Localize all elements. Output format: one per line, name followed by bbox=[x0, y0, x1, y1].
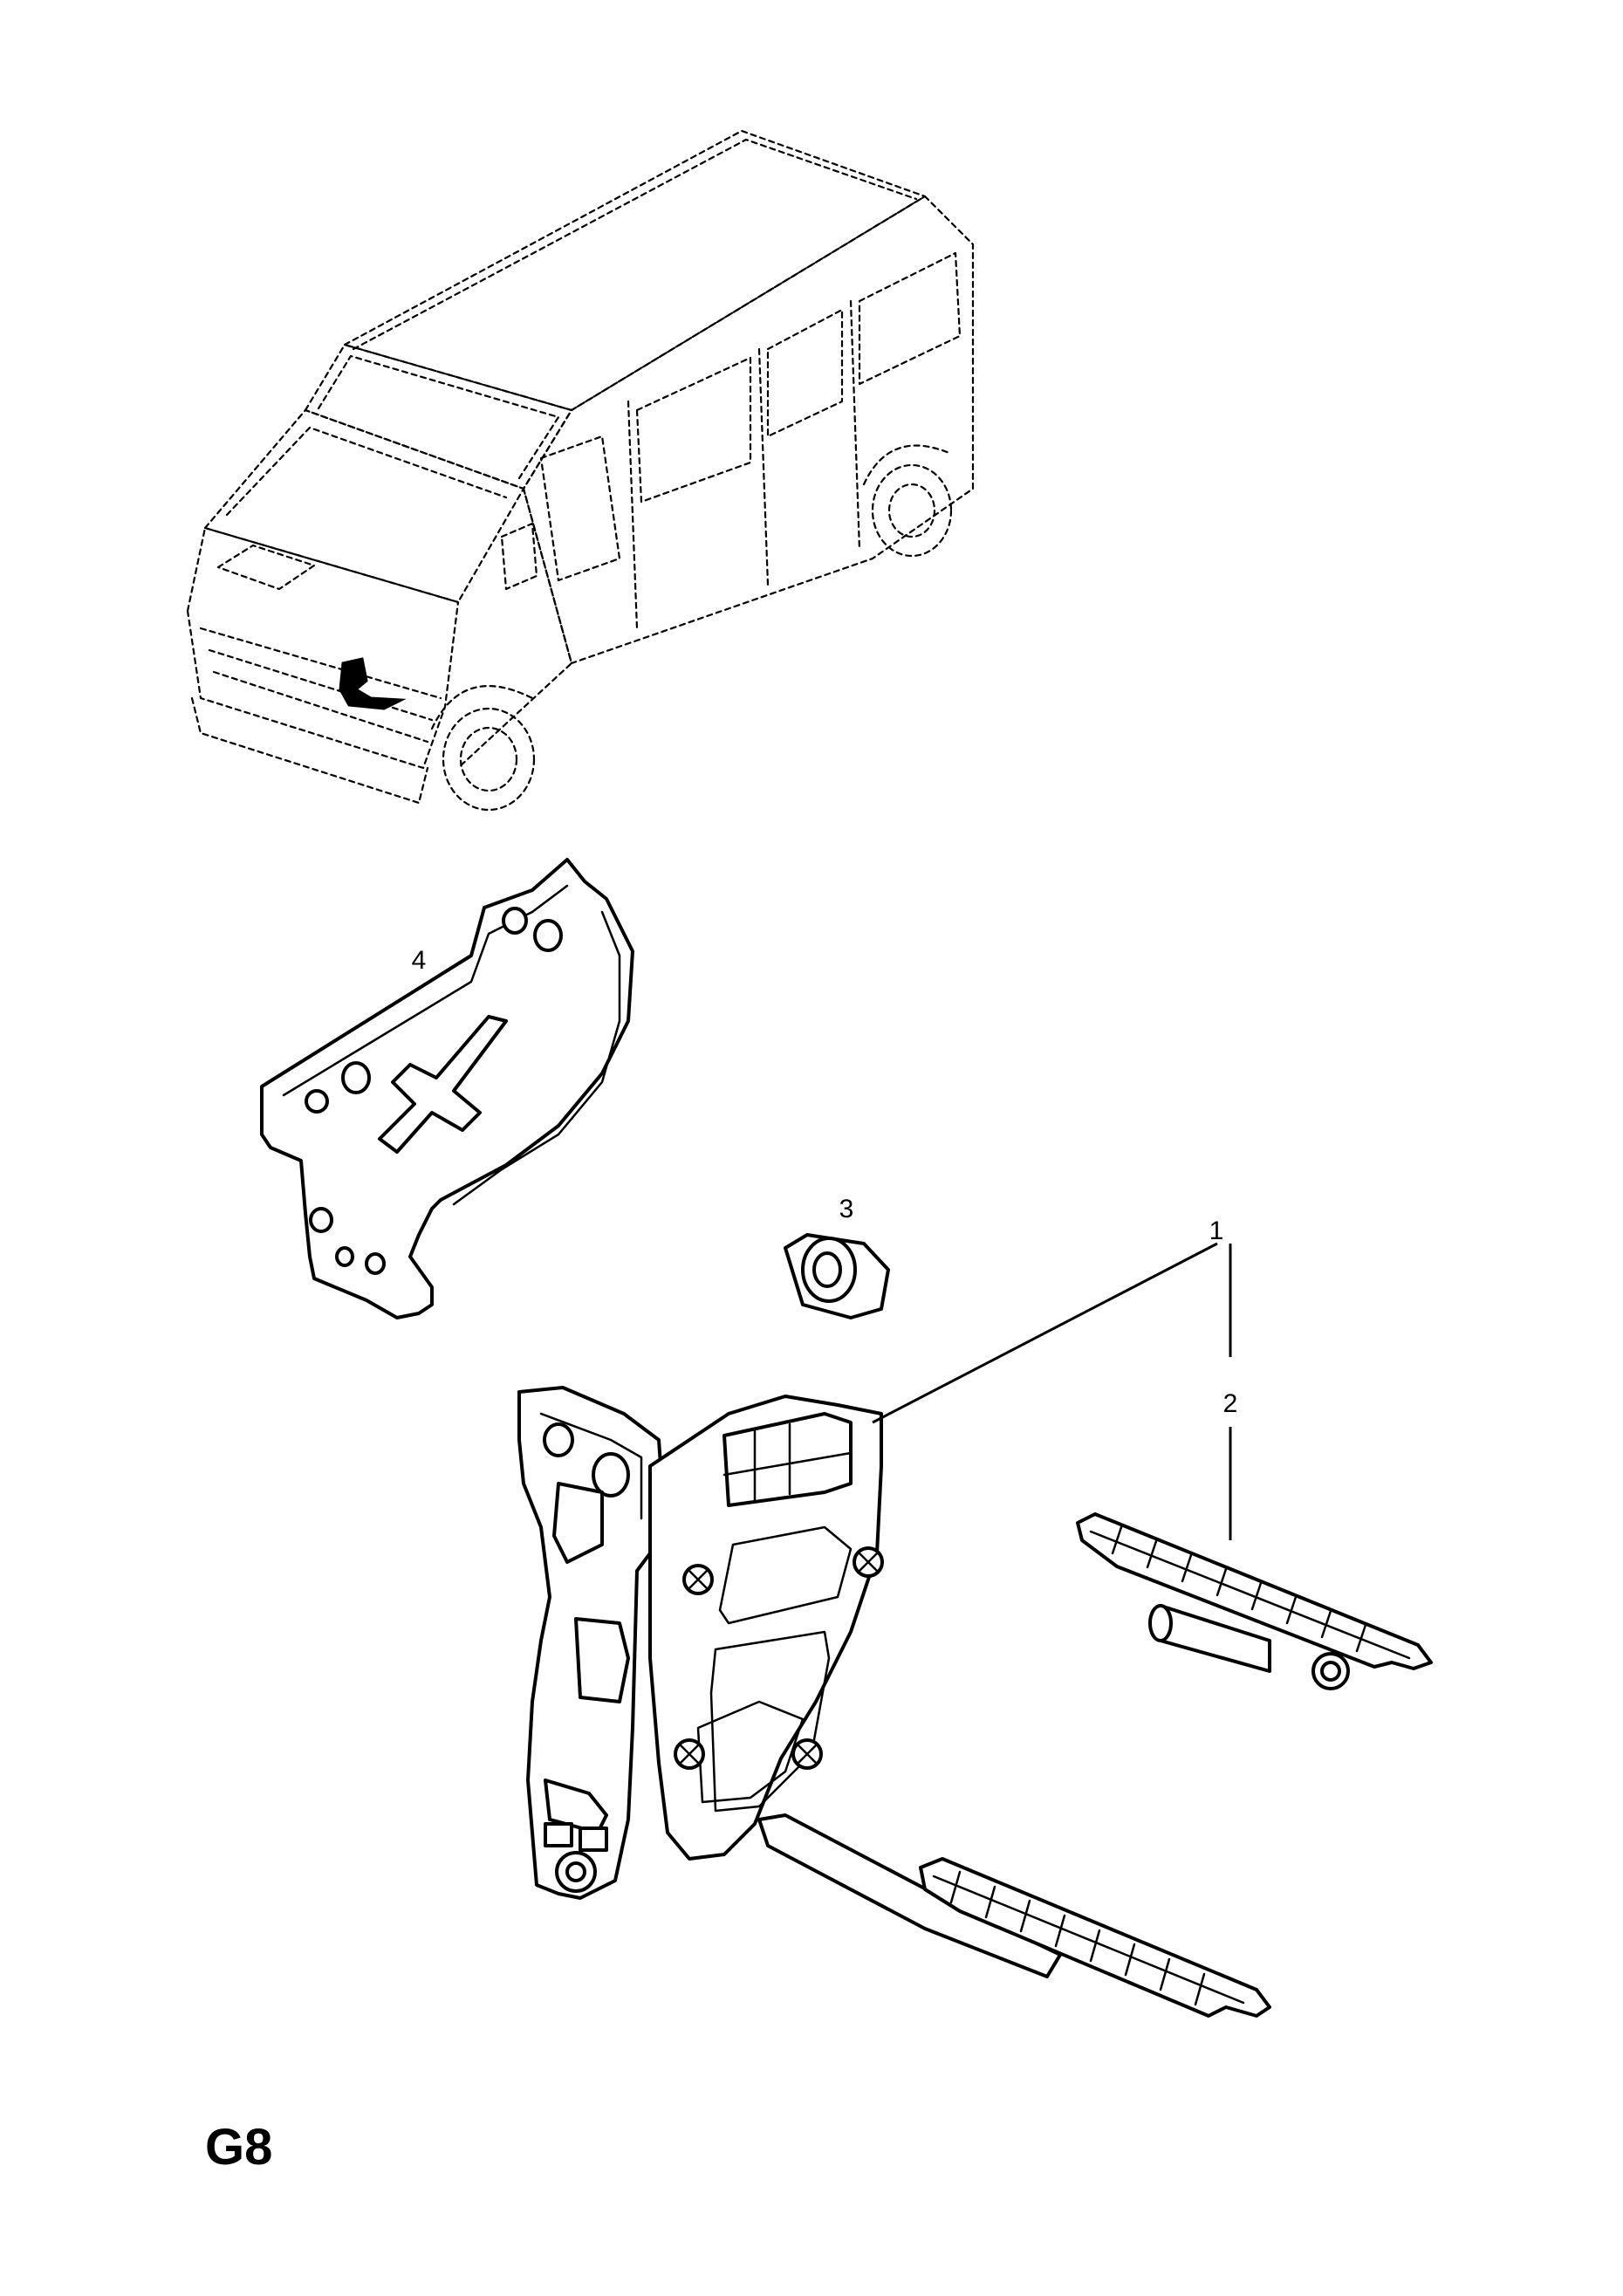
part-1-pedal-assembly bbox=[517, 1386, 1271, 2018]
callout-4: 4 bbox=[412, 946, 427, 975]
screw-icon bbox=[682, 1564, 714, 1595]
callout-1: 1 bbox=[1209, 1217, 1224, 1245]
callout-2: 2 bbox=[1223, 1389, 1238, 1418]
part-3-nut bbox=[784, 1233, 890, 1319]
callout-3: 3 bbox=[839, 1195, 854, 1223]
pedal-location-highlight bbox=[339, 657, 407, 710]
screw-icon bbox=[853, 1546, 884, 1578]
leader-lines bbox=[872, 1242, 1232, 1540]
vehicle-outline-van bbox=[186, 129, 975, 812]
section-code: G8 bbox=[205, 2119, 272, 2176]
part-2-pedal-pad bbox=[1076, 1512, 1433, 1690]
part-4-bracket bbox=[260, 858, 634, 1319]
screw-icon bbox=[791, 1738, 823, 1770]
screw-icon bbox=[674, 1738, 705, 1770]
